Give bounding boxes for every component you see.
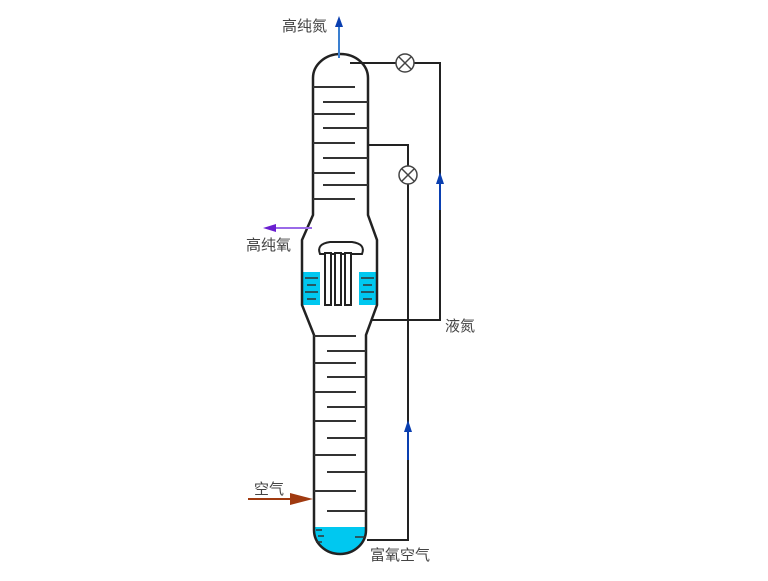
label-high-purity-nitrogen: 高纯氮	[282, 17, 328, 35]
condenser-reboiler	[318, 241, 364, 306]
column-shell	[300, 52, 379, 556]
air-inlet-arrow-icon	[248, 493, 313, 505]
nitrogen-out-arrow-icon	[335, 16, 343, 58]
lower-trays	[314, 335, 366, 512]
rich-air-flow-arrow-icon	[404, 420, 412, 460]
label-liquid-nitrogen: 液氮	[445, 317, 476, 335]
valve-icon	[398, 165, 418, 185]
bottom-liquid	[314, 527, 367, 554]
label-air: 空气	[254, 480, 285, 498]
upper-trays	[313, 86, 368, 200]
liquid-nitrogen-flow-arrow-icon	[436, 172, 444, 210]
valve-icon	[395, 53, 415, 73]
condenser-liquid-right	[359, 272, 377, 305]
oxygen-out-arrow-icon	[263, 224, 312, 232]
liquid-marks	[305, 277, 374, 543]
label-oxygen-rich-air: 富氧空气	[370, 546, 431, 564]
condenser-liquid-left	[302, 272, 320, 305]
label-high-purity-oxygen: 高纯氧	[246, 236, 292, 254]
